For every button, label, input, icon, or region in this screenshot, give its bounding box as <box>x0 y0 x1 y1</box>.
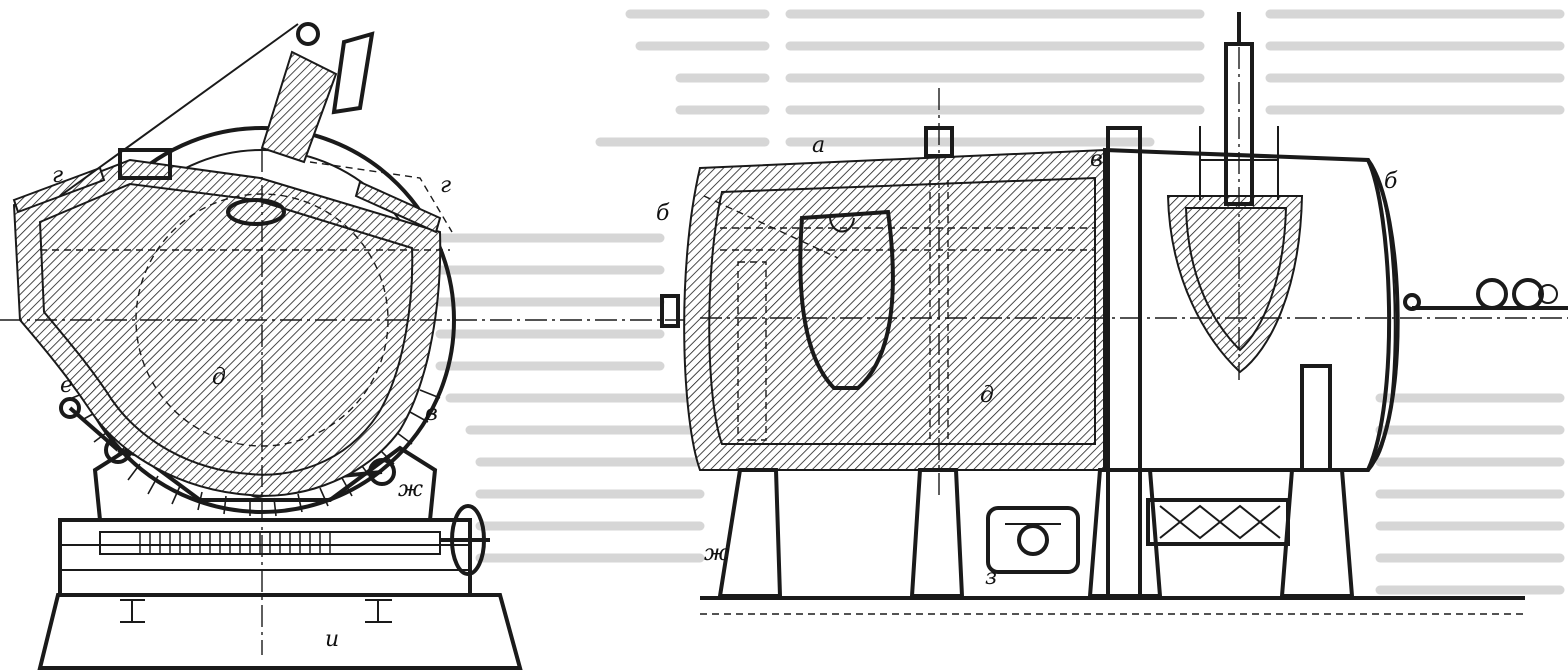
label-v-left: в <box>425 401 438 426</box>
ring-support-left <box>1087 468 1163 598</box>
label-zh-left: ж <box>398 477 423 502</box>
viewing-port <box>226 198 286 226</box>
side-flange <box>660 294 680 328</box>
label-e: е <box>60 373 73 398</box>
drum-second-half <box>1103 147 1392 472</box>
label-zh-right: ж <box>704 541 729 566</box>
drum-interior <box>708 176 1096 445</box>
label-g-left: г <box>52 163 63 188</box>
stand-left <box>717 468 783 598</box>
hatch-lid-right <box>354 180 442 234</box>
label-g-right: г <box>440 173 451 198</box>
rotating-ring-side <box>1106 126 1142 600</box>
lever-pivot <box>59 397 81 419</box>
label-b-right: б <box>1384 169 1398 194</box>
door-opening <box>798 209 895 390</box>
loading-chute <box>260 50 338 164</box>
chute-lid <box>331 31 375 115</box>
foundation-block <box>37 593 523 670</box>
i-beam-right <box>365 599 392 623</box>
label-z: з <box>985 565 997 590</box>
feeder-wheel-1 <box>1476 278 1508 310</box>
label-b-left: б <box>656 201 670 226</box>
label-v-right: в <box>1090 147 1103 172</box>
drive-motor <box>986 506 1080 574</box>
roller-frame <box>1146 498 1290 546</box>
top-cap <box>118 148 172 180</box>
label-d-right: д <box>980 383 994 408</box>
label-a: а <box>812 133 825 158</box>
stand-mid <box>909 468 965 598</box>
feeder-wheel-2 <box>1512 278 1544 310</box>
ring-support-right <box>1279 468 1355 598</box>
left-cross-section-view: г г д в е ж и <box>0 22 700 670</box>
right-side-view: а б б в д ж з <box>656 12 1568 615</box>
drum-shell <box>683 148 1106 471</box>
drum-cavity <box>38 182 414 476</box>
i-beam-left <box>120 599 145 623</box>
label-i: и <box>325 627 339 652</box>
hatch-lid-left <box>12 166 106 214</box>
chute-hinge <box>296 22 320 46</box>
probe-body <box>1166 195 1304 374</box>
label-d-left: д <box>212 365 226 390</box>
